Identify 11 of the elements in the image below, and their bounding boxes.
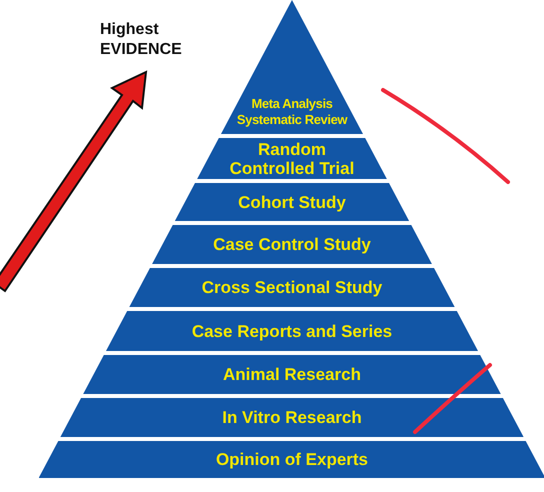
tier-label: Case Reports and Series: [192, 322, 392, 340]
tier-label: Random Controlled Trial: [228, 140, 356, 178]
tier-label: Meta Analysis Systematic Review: [236, 96, 348, 128]
tier-label: Animal Research: [223, 365, 361, 384]
tier-label: Case Control Study: [213, 235, 371, 254]
tier-label: Cohort Study: [238, 192, 346, 212]
tier-label: Cross Sectional Study: [202, 278, 382, 297]
axis-label: Highest EVIDENCE: [100, 20, 183, 60]
tier-label: Opinion of Experts: [216, 450, 368, 469]
tier-label: In Vitro Research: [222, 408, 362, 427]
pyramid-tier: [38, 441, 544, 478]
